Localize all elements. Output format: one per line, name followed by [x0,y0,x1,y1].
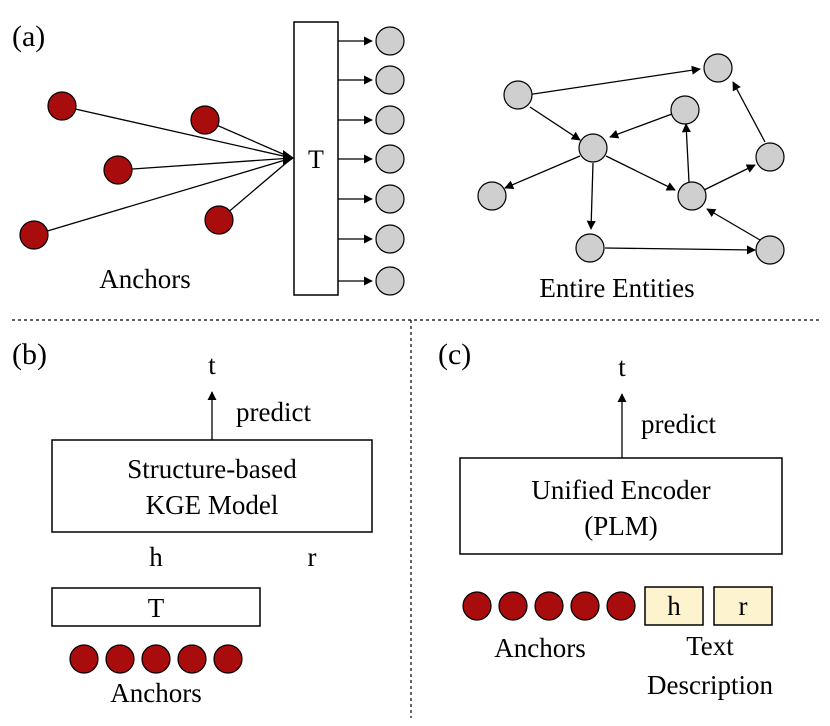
text-token-relation-label: r [739,591,748,621]
unified-encoder-line1: Unified Encoder [531,475,710,505]
graph-node [477,181,507,211]
panel-c-anchors-caption: Anchors [494,633,585,663]
panel-b-label: (b) [12,338,47,371]
graph-node [578,133,608,163]
entity-node [375,144,405,174]
anchor-node [534,591,564,621]
kge-model-box [51,439,373,533]
panel-b-relation-label: r [308,542,317,572]
converge-arrowhead [283,150,294,166]
entity-node [375,224,405,254]
text-token-relation [713,586,773,626]
entity-node [375,105,405,135]
transform-outputs [338,26,405,296]
graph-edge [609,113,673,139]
entity-node [375,65,405,95]
anchor-node [141,644,171,674]
anchor-node [462,591,492,621]
graph-node [670,95,700,125]
entity-node [375,266,405,296]
panel-a-label: (a) [12,20,45,53]
anchor-line-3 [117,157,293,171]
transform-block [293,21,339,296]
panel-b-predict-label: predict [236,397,311,427]
unified-encoder-line2: (PLM) [584,511,658,541]
panel-b-output: t [208,350,216,380]
text-token-head [644,586,704,626]
graph-node [503,80,533,110]
panel-b-anchors-caption: Anchors [110,678,201,708]
panel-b-anchors [69,644,243,674]
panel-c-label: (c) [438,338,471,371]
kge-model-line2: KGE Model [146,490,279,520]
anchor-line-5 [33,157,293,236]
anchor-line-2 [204,119,293,159]
anchor-node [570,591,600,621]
graph-edge [586,162,596,230]
entity-graph [477,53,785,265]
panel-c-text-caption-line1: Text [686,631,734,661]
anchor-node [498,591,528,621]
entity-node [375,184,405,214]
graph-edge [732,81,766,143]
anchor-to-transform-lines [33,105,293,236]
graph-edge [604,245,756,255]
graph-node [575,233,605,263]
panel-b: (b) t predict Structure-based KGE Model … [12,338,373,708]
transform-label: T [308,145,324,174]
anchor-line-4 [218,157,293,221]
graph-edge [681,123,691,183]
panel-a: (a) T [12,20,785,303]
graph-node [755,142,785,172]
anchor-node [105,644,135,674]
panel-c-predict-label: predict [641,409,716,439]
panel-c-output: t [618,352,626,382]
anchor-node [47,91,77,121]
kge-model-line1: Structure-based [127,454,297,484]
graph-edge [504,155,581,189]
anchor-line-1 [61,105,293,159]
graph-edge [706,208,761,241]
anchor-node [204,205,234,235]
anchor-node [213,644,243,674]
anchor-node [190,105,220,135]
graph-edge [529,106,581,141]
graph-node [755,235,785,265]
panel-a-anchors-caption: Anchors [99,264,190,294]
panel-a-entities-caption: Entire Entities [539,273,694,303]
panel-b-transform-block [51,587,261,627]
anchor-node [103,155,133,185]
graph-node [703,53,733,83]
graph-edge [703,164,756,191]
panel-b-head-label: h [149,542,163,572]
graph-edge [519,65,701,97]
unified-encoder-box [459,457,783,555]
panel-c: (c) t predict Unified Encoder (PLM) h r … [438,338,783,700]
graph-edge [605,155,676,191]
panel-c-text-caption-line2: Description [647,670,773,700]
entity-node [375,26,405,56]
anchor-node [606,591,636,621]
panel-c-anchors [462,591,636,621]
text-token-head-label: h [667,591,681,621]
anchor-node [177,644,207,674]
anchor-node [69,644,99,674]
graph-node [677,181,707,211]
panel-a-anchors [19,91,234,250]
panel-b-transform-label: T [148,593,165,623]
anchor-node [19,220,49,250]
